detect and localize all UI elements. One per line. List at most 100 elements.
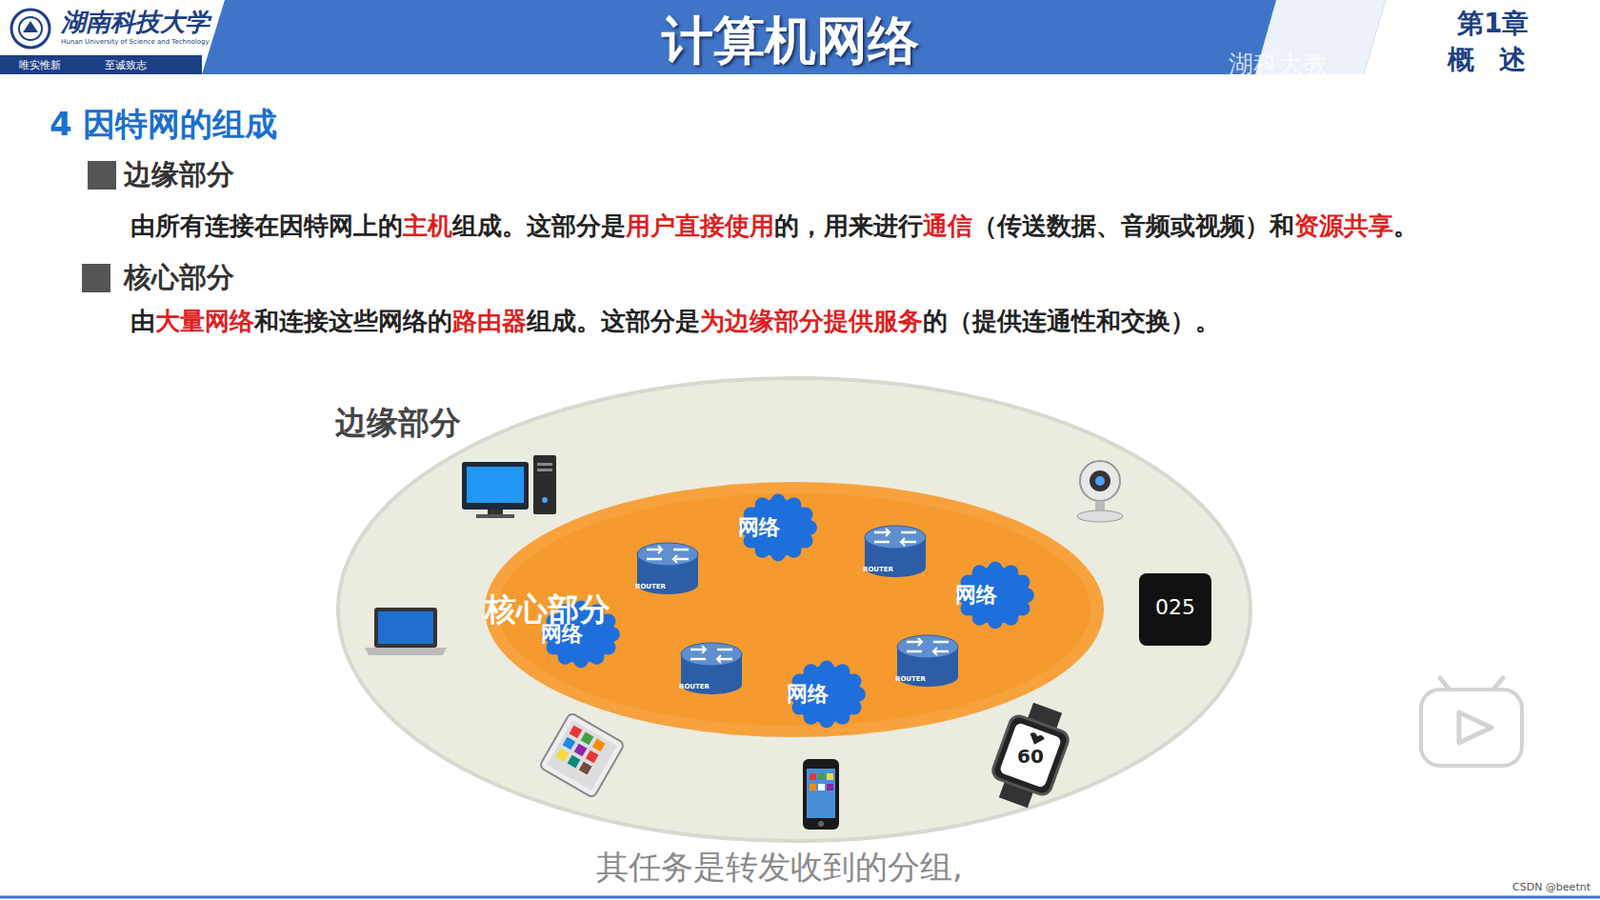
watch-icon: [984, 697, 1077, 813]
device-screen-text: 60: [1017, 744, 1044, 768]
logo-text: 湖南科技大学: [60, 5, 210, 40]
cloud-bump: [558, 649, 574, 665]
router-arrow: [717, 658, 733, 661]
router-arrowhead: [701, 645, 721, 663]
heading-square: [87, 160, 117, 190]
cloud-bump: [835, 663, 851, 680]
core-region: 核心部分网络网络网络网络ROUTERROUTERROUTERROUTER: [484, 481, 1104, 738]
device-screen-text: 025: [1155, 595, 1196, 620]
cloud-bump: [987, 561, 1003, 578]
node-text: 边缘部分: [335, 401, 461, 445]
router-arrow: [673, 558, 689, 561]
cloud-bump: [846, 673, 862, 689]
tablet-icon: [539, 712, 625, 799]
cloud-bump: [600, 640, 617, 656]
cloud-bump: [1003, 610, 1020, 626]
ellipse-outline: [338, 378, 1251, 841]
highlight-text: 主机: [402, 211, 453, 240]
highlight-text: 为边缘部分提供服务: [700, 306, 923, 336]
node-text: 网络: [955, 580, 998, 610]
router-arrow: [874, 531, 890, 535]
highlight-text: 资源共享: [1294, 211, 1394, 240]
cloud-bump: [558, 603, 574, 620]
cloud-bump: [1015, 574, 1031, 590]
body-text: 的（提供连通性和交换）。: [922, 306, 1220, 336]
body-text: 和连接这些网络的: [254, 306, 453, 336]
subtitle: 其任务是转发收到的分组,: [596, 845, 963, 890]
node-text: ROUTER: [862, 565, 894, 574]
router-top: [680, 642, 742, 666]
display-device-icon: [1139, 573, 1212, 646]
motto: 至诚致志: [104, 58, 147, 73]
node-text: 网络: [540, 620, 583, 649]
chapter-number: 第1章: [1457, 5, 1529, 42]
motto: 唯实惟新: [19, 58, 61, 73]
router-top: [897, 635, 959, 659]
router-top: [637, 542, 699, 566]
cloud-bump: [972, 610, 988, 626]
cloud-bump: [798, 533, 814, 549]
sub-heading: 核心部分: [123, 259, 235, 298]
body-text: 由: [130, 306, 156, 336]
node-text: ROUTER: [635, 582, 666, 591]
router-arrowhead: [885, 528, 905, 546]
heading-square: [81, 263, 111, 293]
cloud-bump: [1003, 564, 1020, 580]
cloud-bump: [755, 542, 771, 559]
router-arrow: [933, 640, 949, 644]
node-text: 网络: [786, 680, 829, 709]
ellipse-outline: [484, 481, 1104, 738]
cloud-bump: [604, 626, 620, 642]
chapter-name: 概 述: [1447, 41, 1534, 79]
router-arrow: [646, 558, 662, 561]
section-heading: 4 因特网的组成: [49, 102, 279, 147]
edge-region: 边缘部分核心部分网络网络网络网络ROUTERROUTERROUTERROUTER: [335, 375, 1254, 844]
watermark: 湖科大教: [1228, 47, 1328, 81]
desktop-icon: [461, 455, 557, 519]
router-arrow: [900, 540, 917, 544]
network-cloud: 网络: [786, 660, 867, 729]
cloud-bump: [600, 613, 617, 629]
body-text: 组成。这部分是: [526, 306, 700, 336]
cloud-bump: [819, 660, 835, 677]
cloud-bump: [803, 709, 820, 725]
video-play-mark: [1420, 678, 1522, 766]
router-top: [864, 525, 926, 549]
network-cloud: 网络: [738, 493, 819, 562]
router-arrow: [717, 648, 733, 652]
router-node: ROUTER: [862, 523, 928, 580]
node-text: 网络: [738, 513, 780, 542]
body-line: 由大量网络和连接这些网络的路由器组成。这部分是为边缘部分提供服务的（提供连通性和…: [130, 304, 1220, 340]
cloud-bump: [972, 564, 988, 580]
cloud-bump: [803, 663, 820, 680]
watermark: CSDN @beetnt: [1512, 880, 1591, 894]
router-arrow: [900, 531, 917, 535]
router-arrow: [906, 650, 922, 654]
router-arrow: [933, 650, 949, 654]
body-line: 由所有连接在因特网上的主机组成。这部分是用户直接使用的，用来进行通信（传送数据、…: [130, 209, 1419, 244]
cloud-bump: [819, 713, 835, 729]
highlight-text: 路由器: [452, 306, 527, 336]
router-arrowhead: [658, 545, 678, 563]
router-arrow: [690, 658, 706, 661]
router-node: ROUTER: [895, 633, 960, 689]
body-text: 。: [1393, 211, 1419, 240]
sub-heading: 边缘部分: [123, 156, 235, 195]
cloud-bump: [573, 600, 589, 617]
cloud-bump: [850, 686, 866, 702]
cloud-bump: [786, 497, 802, 513]
router-arrow: [646, 548, 662, 552]
node-text: ROUTER: [895, 675, 926, 683]
cloud-bump: [755, 497, 771, 513]
laptop-icon: [364, 607, 447, 656]
cloud-bump: [786, 542, 802, 559]
body-text: 由所有连接在因特网上的: [130, 211, 403, 240]
router-arrow: [906, 640, 922, 644]
cloud-bump: [770, 546, 786, 562]
phone-icon: [802, 759, 840, 830]
cloud-bump: [1019, 587, 1035, 603]
router-node: ROUTER: [679, 640, 744, 697]
router-arrow: [874, 540, 890, 544]
cloud-bump: [798, 506, 814, 522]
